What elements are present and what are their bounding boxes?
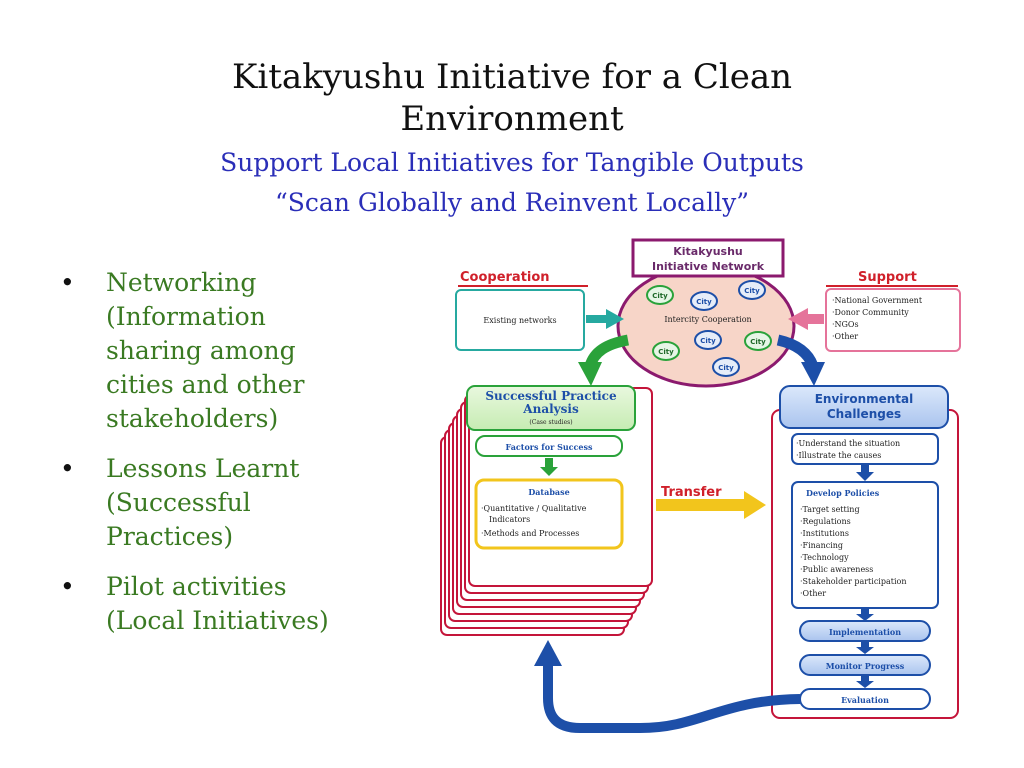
network-title-box: [631, 238, 785, 278]
policy-item: ·Institutions: [800, 529, 849, 538]
network-title-1: Kitakyushu: [673, 245, 743, 258]
policies-box: [791, 481, 939, 609]
monitor-progress: Monitor Progress: [826, 661, 905, 671]
feedback-arrowhead: [534, 640, 562, 666]
support-item: ·Donor Community: [832, 308, 909, 317]
monitor-box: [799, 654, 931, 676]
bullet-line: (Local Initiatives): [106, 606, 329, 635]
factors-box: [475, 435, 623, 457]
existing-networks: Existing networks: [483, 316, 556, 325]
city-label: City: [744, 287, 760, 295]
green-arrowhead: [578, 362, 602, 386]
practice-note: (Case studies): [529, 419, 572, 426]
policies-down-arrow: [856, 609, 874, 621]
policy-item: ·Other: [800, 589, 826, 598]
factors-down-arrow: [540, 458, 558, 476]
bullet-line: Lessons Learnt: [106, 454, 300, 483]
network-ellipse: [616, 264, 796, 388]
bullet-line: stakeholders): [106, 404, 279, 433]
database-item: ·Methods and Processes: [481, 529, 579, 538]
policy-item: ·Target setting: [800, 505, 860, 514]
network-title-2: Initiative Network: [652, 260, 765, 273]
pink-arrow: [788, 308, 824, 330]
transfer-label: Transfer: [661, 485, 722, 500]
feedback-arrow: [543, 664, 801, 733]
monitor-down-arrow: [856, 676, 874, 688]
practice-title-1: Successful Practice: [485, 389, 617, 403]
bullet-dot: •: [60, 454, 75, 483]
transfer-arrow: [656, 491, 766, 519]
city-label: City: [750, 338, 766, 346]
city-node: City: [652, 341, 680, 361]
bullet-line: Networking: [106, 268, 257, 297]
existing-networks-box: [455, 289, 585, 351]
city-bubbles: City City City City City City City: [646, 280, 772, 377]
city-node: City: [694, 330, 722, 350]
bullet-line: Practices): [106, 522, 234, 551]
subtitle-line-2: “Scan Globally and Reinvent Locally”: [275, 188, 749, 217]
understand-box: [791, 433, 939, 465]
practice-header: [466, 385, 636, 431]
factors-for-success: Factors for Success: [505, 442, 593, 452]
bullet-lessons: • Lessons Learnt (Successful Practices): [52, 452, 392, 554]
policies-title: Develop Policies: [806, 488, 880, 498]
policy-item: ·Stakeholder participation: [800, 577, 907, 586]
city-node: City: [744, 331, 772, 351]
bullet-line: (Information: [106, 302, 266, 331]
city-label: City: [652, 292, 668, 300]
slide-title: Kitakyushu Initiative for a Clean Enviro…: [112, 56, 912, 140]
title-line-1: Kitakyushu Initiative for a Clean: [231, 57, 793, 97]
understand-item: ·Illustrate the causes: [796, 451, 881, 460]
bullet-line: (Successful: [106, 488, 251, 517]
database-item: Indicators: [489, 515, 530, 524]
support-item: ·National Government: [832, 296, 923, 305]
database-item: ·Quantitative / Qualitative: [481, 504, 587, 513]
city-label: City: [700, 337, 716, 345]
cooperation-label: Cooperation: [460, 270, 550, 285]
bullet-pilot: • Pilot activities (Local Initiatives): [52, 570, 392, 638]
city-node: City: [712, 357, 740, 377]
title-line-2: Environment: [400, 99, 624, 139]
support-label: Support: [858, 270, 917, 285]
database-box: [474, 478, 624, 550]
database-title: Database: [528, 487, 569, 497]
bullet-dot: •: [60, 268, 75, 297]
implementation-down-arrow: [856, 642, 874, 654]
evaluation: Evaluation: [841, 695, 889, 705]
support-item: ·Other: [832, 332, 858, 341]
understand-down-arrow: [856, 465, 874, 481]
env-title-2: Challenges: [827, 407, 901, 421]
support-item: ·NGOs: [832, 320, 859, 329]
intercity-cooperation: Intercity Cooperation: [664, 315, 751, 324]
bullet-dot: •: [60, 572, 75, 601]
practice-title-2: Analysis: [522, 402, 579, 416]
bullet-line: cities and other: [106, 370, 305, 399]
understand-item: ·Understand the situation: [796, 439, 900, 448]
policy-item: ·Technology: [800, 553, 849, 562]
blue-arrowhead: [801, 362, 825, 386]
policy-item: ·Regulations: [800, 517, 851, 526]
bullet-line: sharing among: [106, 336, 296, 365]
bullet-list: • Networking (Information sharing among …: [52, 266, 392, 654]
env-title-1: Environmental: [815, 392, 914, 406]
support-box: [825, 288, 961, 352]
teal-arrow: [586, 309, 624, 329]
policy-item: ·Financing: [800, 541, 843, 550]
subtitle-line-1: Support Local Initiatives for Tangible O…: [220, 148, 804, 177]
city-node: City: [738, 280, 766, 300]
bullet-networking: • Networking (Information sharing among …: [52, 266, 392, 436]
implementation: Implementation: [829, 627, 901, 637]
city-label: City: [658, 348, 674, 356]
city-label: City: [696, 298, 712, 306]
policy-item: ·Public awareness: [800, 565, 873, 574]
city-label: City: [718, 364, 734, 372]
env-header: [779, 385, 949, 429]
city-node: City: [690, 291, 718, 311]
implementation-box: [799, 620, 931, 642]
bullet-line: Pilot activities: [106, 572, 287, 601]
city-node: City: [646, 285, 674, 305]
